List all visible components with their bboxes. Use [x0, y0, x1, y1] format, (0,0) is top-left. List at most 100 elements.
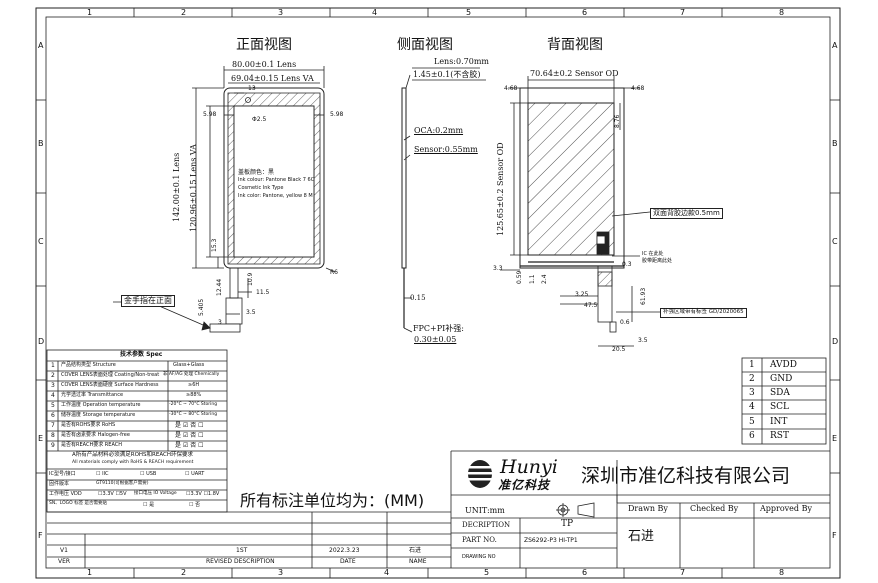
checked-by-label: Checked By — [690, 504, 739, 513]
spec-item-9: 是否有REACH要求 REACH — [61, 442, 123, 448]
front-ink-note-title: 盖板颜色：黑 — [238, 169, 275, 176]
dim-back-j: 0.3 — [622, 261, 632, 268]
col-label-3: 3 — [278, 8, 284, 17]
spec-item-2: COVER LENS表面处理 Coating/Non-treat — [61, 372, 160, 378]
back-cap-note-2: 胶带距离此处 — [642, 258, 673, 264]
col-label-1-bottom: 1 — [87, 568, 93, 577]
dim-front-bottom-margin: 15.3 — [211, 238, 218, 252]
col-label-8: 8 — [779, 8, 785, 17]
rev-name: 石进 — [409, 547, 422, 554]
gold-finger-note: 金手指在正面 — [121, 295, 175, 307]
row-label-a: A — [38, 41, 44, 50]
spec-ic-opt3[interactable]: ☐ UART — [185, 471, 205, 477]
row-label-d-right: D — [832, 337, 839, 346]
dim-side-fpc-end: 0.15 — [410, 294, 426, 302]
front-ink-note-2: Cosmetic Ink Type — [238, 185, 284, 191]
col-label-7-bottom: 7 — [680, 568, 686, 577]
spec-voltage-v1[interactable]: ☐3.3V ☐5V — [98, 491, 127, 497]
dim-front-left-margin: 5.98 — [203, 111, 217, 118]
spec-no-9: 9 — [51, 442, 55, 449]
pin-no-6: 6 — [749, 431, 755, 441]
logo-text-cn: 准亿科技 — [498, 478, 551, 492]
company-name: 深圳市准亿科技有限公司 — [581, 465, 791, 487]
pin-no-5: 5 — [749, 417, 755, 427]
unit-note: 所有标注单位均为：(MM) — [240, 491, 425, 510]
drawn-by-label: Drawn By — [628, 504, 668, 513]
dim-back-right-off: 4.68 — [631, 85, 645, 92]
spec-item-3: COVER LENS表面硬度 Surface Hardness — [61, 382, 159, 388]
side-view-title: 侧面视图 — [397, 37, 453, 53]
front-ink-note-1: Ink colour: Pantone Black 7 6C — [238, 177, 315, 183]
dim-back-sensor-od: 70.64±0.2 Sensor OD — [530, 69, 619, 78]
dim-back-e: 3.25 — [575, 291, 589, 298]
spec-value-1: Glass+Glass — [173, 362, 205, 368]
spec-label-note: SN、LOGO 标签 是否需要贴 — [49, 501, 108, 506]
spec-label-opt1[interactable]: ☐ 是 — [143, 502, 155, 508]
spec-no-6: 6 — [51, 412, 55, 419]
col-label-1: 1 — [87, 8, 93, 17]
spec-no-3: 3 — [51, 382, 55, 389]
dim-back-h: 20.5 — [612, 346, 626, 353]
drawer-name: 石进 — [628, 529, 655, 544]
back-view — [500, 76, 660, 347]
spec-fw-value: GT9110(可根据客户需要) — [96, 481, 149, 486]
col-label-2-bottom: 2 — [181, 568, 187, 577]
dim-back-top-off: 8.76 — [614, 114, 621, 128]
side-view — [401, 67, 486, 333]
spec-no-2: 2 — [51, 372, 55, 379]
dim-back-k: 47.5 — [584, 302, 598, 309]
spec-value-2: 非 AF/AG 处理 Chemically — [163, 372, 220, 377]
col-label-5-bottom: 5 — [484, 568, 490, 577]
spec-voltage-v2[interactable]: ☐3.3V ☐1.8V — [186, 491, 220, 497]
col-label-6: 6 — [582, 8, 588, 17]
dim-back-b: 0.59 — [516, 270, 523, 284]
spec-item-4: 光学透过率 Transmittance — [61, 392, 124, 398]
dim-front-radius: R6 — [330, 269, 338, 276]
front-view — [113, 66, 336, 333]
pin-name-5: INT — [770, 417, 788, 427]
spec-ic-opt1[interactable]: ☐ IIC — [96, 471, 109, 477]
pin-no-2: 2 — [749, 374, 755, 384]
spec-item-7: 是否有ROHS要求 RoHS — [61, 422, 116, 428]
col-label-7: 7 — [680, 8, 686, 17]
spec-title: 技术参数 Spec — [120, 351, 163, 358]
outer-border — [35, 7, 841, 579]
dim-back-i: 61.93 — [640, 287, 647, 305]
unit-label: UNIT:mm — [465, 506, 505, 515]
dim-front-width: 80.00±0.1 Lens — [232, 60, 297, 69]
rev-head-desc: REVISED DESCRIPTION — [206, 558, 275, 565]
dim-side-fpc-title: FPC+PI补强: — [413, 324, 464, 333]
spec-value-7: 是 ☑ 否 ☐ — [175, 422, 204, 429]
pin-name-1: AVDD — [770, 360, 797, 370]
description-value: TP — [561, 519, 574, 529]
back-tape-note: 双面背胶边款0.5mm — [650, 208, 723, 219]
dim-front-tail-gap: 12.44 — [216, 278, 223, 296]
spec-label-opt2[interactable]: ☐ 否 — [189, 502, 201, 508]
part-no-label: PART NO. — [462, 536, 497, 544]
spec-item-6: 储存温度 Storage temperature — [61, 412, 136, 418]
row-label-b: B — [38, 139, 44, 148]
spec-voltage-label: 工作电压 VDD — [49, 491, 82, 497]
row-label-c: C — [38, 237, 44, 246]
pin-no-1: 1 — [749, 360, 755, 370]
pin-name-6: RST — [770, 431, 789, 441]
rev-date: 2022.3.23 — [329, 547, 360, 554]
pin-no-3: 3 — [749, 388, 755, 398]
front-ink-note-3: Ink color: Pantone, yellow 8 M — [238, 193, 313, 199]
spec-ic-opt2[interactable]: ☐ USB — [140, 471, 157, 477]
spec-value-6: -30°C ~ 80°C Storing — [169, 412, 218, 417]
spec-item-1: 产品结构类型 Structure — [61, 362, 116, 368]
dim-front-width-va: 69.04±0.15 Lens VA — [231, 74, 314, 83]
row-label-f: F — [38, 531, 43, 540]
dim-front-right-margin: 5.98 — [330, 111, 344, 118]
dim-front-tail-len: 5.405 — [198, 298, 205, 316]
pin-name-4: SCL — [770, 402, 790, 412]
col-label-5: 5 — [466, 8, 472, 17]
row-label-a-right: A — [832, 41, 838, 50]
dim-front-tail-end: 3.5 — [246, 309, 256, 316]
approved-by-label: Approved By — [760, 504, 812, 513]
spec-no-8: 8 — [51, 432, 55, 439]
dim-front-top-offset: 13 — [248, 85, 256, 92]
dim-back-a: 3.3 — [493, 265, 503, 272]
